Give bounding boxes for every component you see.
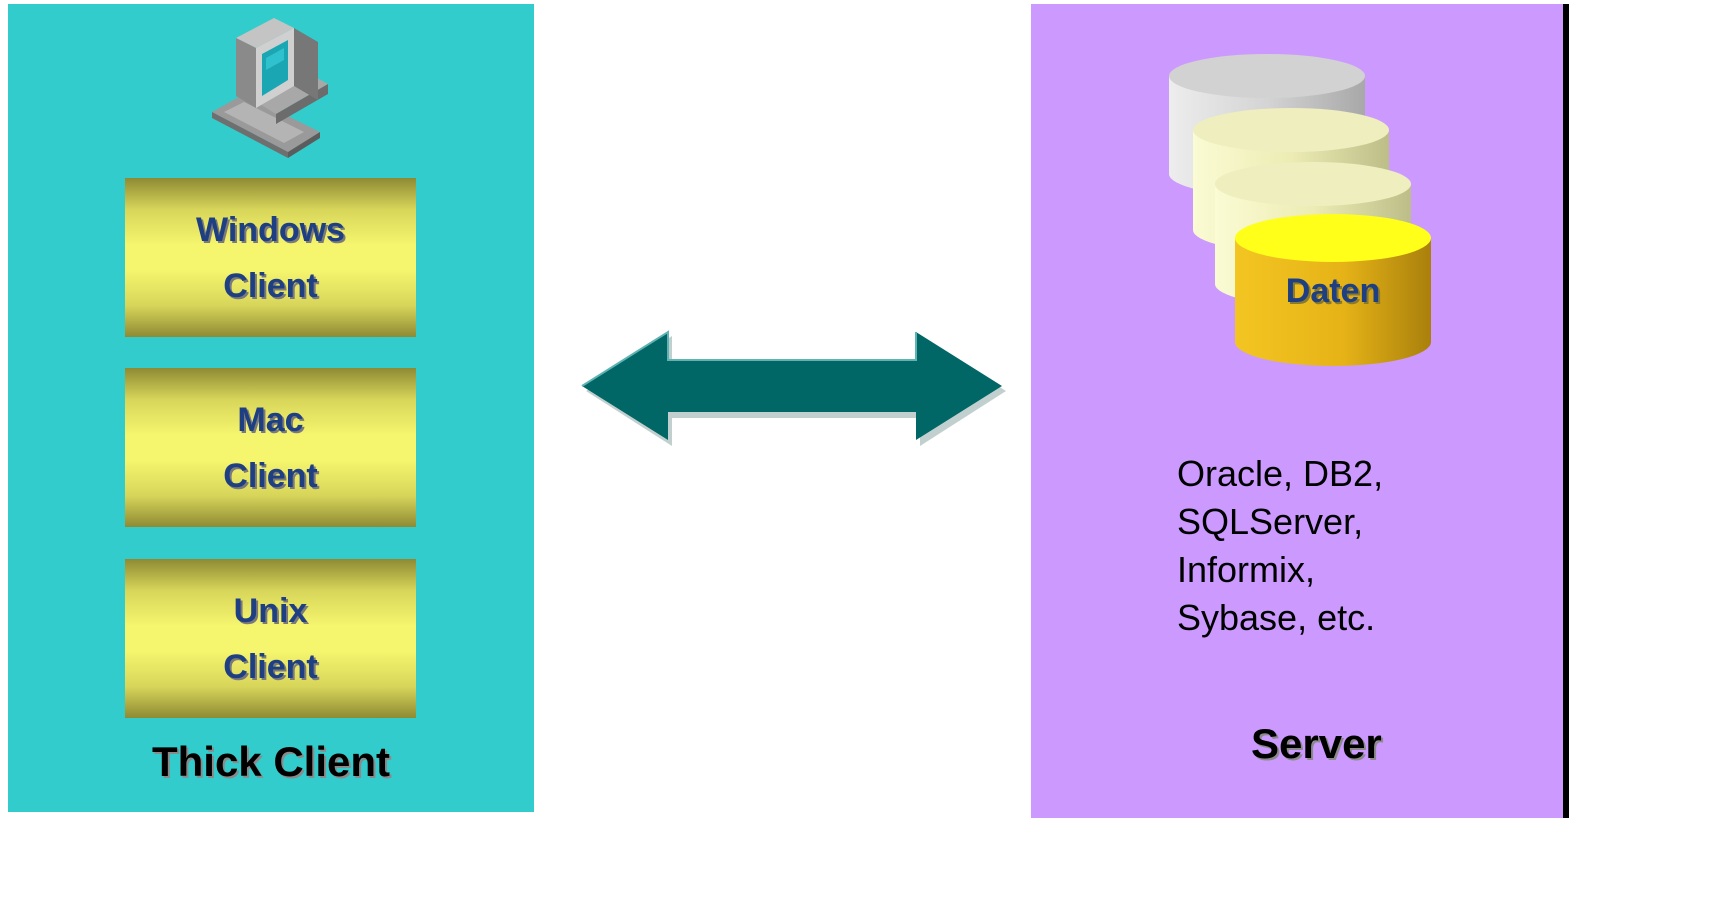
mac-client-label-line2: Client [223, 456, 318, 495]
database-stack-icon [1169, 54, 1431, 366]
mac-client-label-line1: Mac [237, 400, 304, 439]
mac-client-box: Mac Client [125, 368, 416, 527]
server-label: Server [1251, 720, 1382, 767]
desktop-computer-icon [212, 18, 328, 158]
windows-client-label-line1: Windows [196, 210, 345, 249]
unix-client-label-line1: Unix [233, 591, 308, 630]
database-list-item: Informix, [1177, 549, 1316, 590]
thick-client-panel: Windows Client Mac Client Unix Client Th… [8, 4, 534, 812]
database-list-item: SQLServer, [1177, 501, 1364, 542]
server-panel-edge [1563, 4, 1569, 818]
unix-client-box: Unix Client [125, 559, 416, 718]
thick-client-label: Thick Client [151, 738, 391, 785]
database-list-item: Oracle, DB2, [1177, 453, 1384, 494]
server-panel: Daten Oracle, DB2, SQLServer, Informix, … [1031, 4, 1563, 818]
unix-client-label-line2: Client [223, 647, 318, 686]
windows-client-box: Windows Client [125, 178, 416, 337]
database-list: Oracle, DB2, SQLServer, Informix, Sybase… [1177, 450, 1383, 642]
double-arrow-icon [581, 330, 1006, 446]
database-label: Daten [1285, 272, 1381, 310]
database-list-item: Sybase, etc. [1177, 597, 1376, 638]
windows-client-label-line2: Client [223, 266, 318, 305]
